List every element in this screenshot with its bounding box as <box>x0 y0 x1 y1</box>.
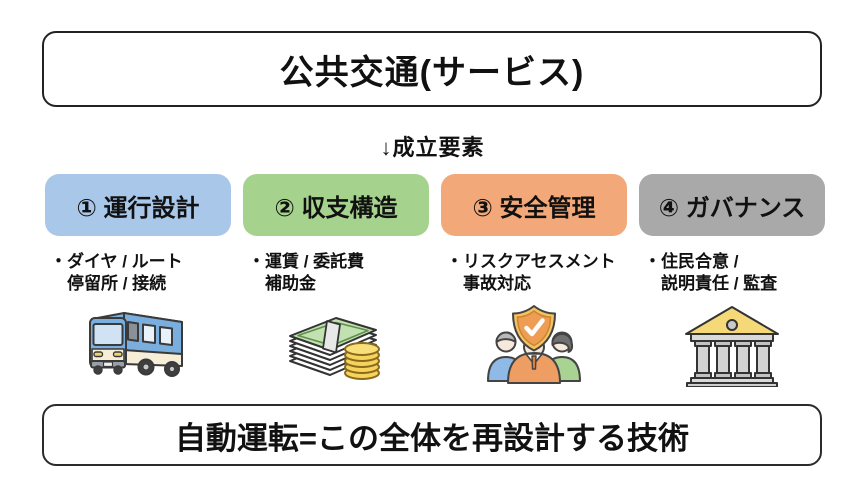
column-icon-area <box>639 301 825 389</box>
bullet-line: 停留所 / 接続 <box>67 274 167 294</box>
bullet-line: 事故対応 <box>463 274 531 294</box>
column-operation-design: ① 運行設計 ・ダイヤ / ルート 停留所 / 接続 <box>45 174 231 389</box>
bullet-line: 説明責任 / 監査 <box>661 274 778 294</box>
column-header-label: ① 運行設計 <box>76 194 200 222</box>
bullet-line: 補助金 <box>265 274 316 294</box>
column-icon-area <box>441 301 627 389</box>
column-header: ④ ガバナンス <box>639 174 825 236</box>
conclusion-banner: 自動運転=この全体を再設計する技術 <box>42 404 822 466</box>
column-header-label: ② 収支構造 <box>274 194 398 222</box>
factor-columns: ① 運行設計 ・ダイヤ / ルート 停留所 / 接続 <box>45 174 825 389</box>
column-header: ① 運行設計 <box>45 174 231 236</box>
column-bullets: ・リスクアセスメント 事故対応 <box>441 251 627 296</box>
column-header: ③ 安全管理 <box>441 174 627 236</box>
people-shield-icon <box>487 304 581 384</box>
column-bullets: ・ダイヤ / ルート 停留所 / 接続 <box>45 251 231 296</box>
conclusion-text: 自動運転=この全体を再設計する技術 <box>174 420 690 456</box>
title-banner: 公共交通(サービス) <box>42 31 822 107</box>
bullet-line: ・住民合意 / <box>644 252 739 271</box>
column-header-label: ③ 安全管理 <box>472 194 596 222</box>
bank-icon <box>685 305 779 387</box>
page-title: 公共交通(サービス) <box>279 53 585 92</box>
arrow-label: ↓成立要素 <box>380 135 485 160</box>
money-icon <box>289 316 380 380</box>
bullet-line: ・リスクアセスメント <box>446 252 616 271</box>
column-icon-area <box>243 301 429 389</box>
bullet-line: ・ダイヤ / ルート <box>50 252 183 271</box>
column-header: ② 収支構造 <box>243 174 429 236</box>
column-bullets: ・運賃 / 委託費 補助金 <box>243 251 429 296</box>
bullet-line: ・運賃 / 委託費 <box>248 252 365 271</box>
column-header-label: ④ ガバナンス <box>658 194 806 222</box>
column-bullets: ・住民合意 / 説明責任 / 監査 <box>639 251 825 296</box>
column-revenue-structure: ② 収支構造 ・運賃 / 委託費 補助金 <box>243 174 429 389</box>
column-governance: ④ ガバナンス ・住民合意 / 説明責任 / 監査 <box>639 174 825 389</box>
column-safety-management: ③ 安全管理 ・リスクアセスメント 事故対応 <box>441 174 627 389</box>
column-icon-area <box>45 301 231 389</box>
bus-icon <box>89 311 183 377</box>
